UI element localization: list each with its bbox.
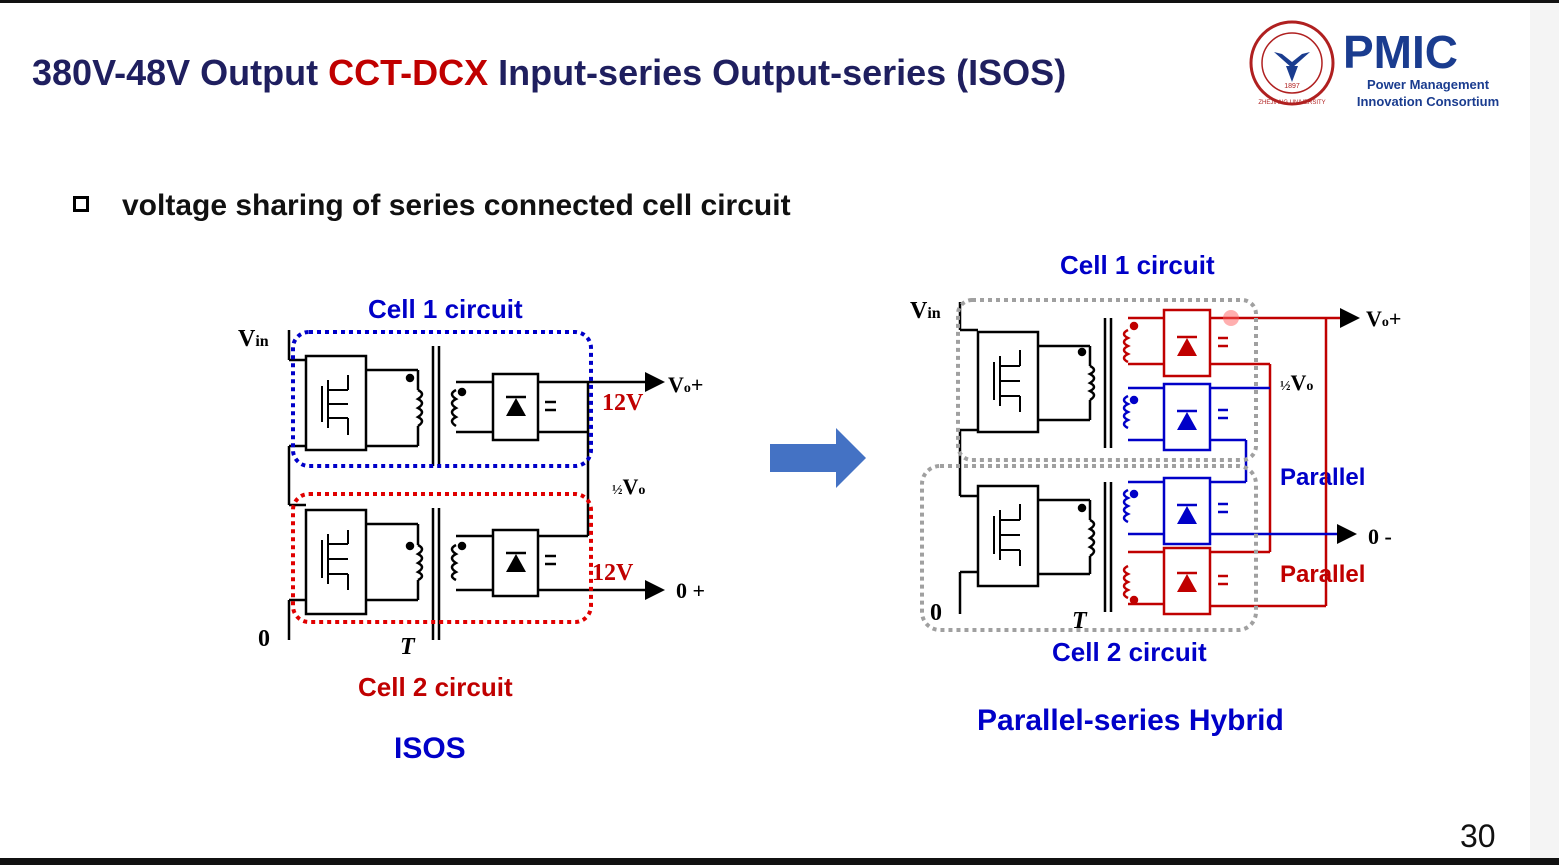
pmic-logo: 1897 ZHEJIANG UNIVERSITY PMIC Power Mana…	[1249, 20, 1499, 109]
left-12v-1: 12V	[602, 390, 644, 416]
bullet-text: voltage sharing of series connected cell…	[122, 189, 791, 222]
slide: 380V-48V Output CCT-DCX Input-series Out…	[0, 0, 1530, 860]
left-cell1-label: Cell 1 circuit	[368, 294, 523, 324]
hybrid-diagram	[958, 302, 1113, 614]
seal-text: ZHEJIANG UNIVERSITY	[1258, 100, 1325, 106]
parallel-label-1: Parallel	[1280, 464, 1366, 491]
left-cell2-border	[291, 492, 593, 624]
zju-seal-icon: 1897 ZHEJIANG UNIVERSITY	[1249, 20, 1335, 106]
title-suffix: Input-series Output-series (ISOS)	[488, 52, 1067, 93]
left-caption: ISOS	[394, 732, 466, 765]
top-border	[0, 0, 1559, 3]
right-cell2-label: Cell 2 circuit	[1052, 637, 1207, 667]
logo-text: PMIC	[1343, 26, 1458, 78]
circuit-diagrams: Vin 0 T Vo+ ½Vo 12V 12V 0 +	[238, 298, 1401, 660]
right-zero-minus-label: 0 -	[1368, 524, 1392, 549]
slide-title: 380V-48V Output CCT-DCX Input-series Out…	[32, 52, 1066, 94]
left-vo-plus-label: Vo+	[668, 372, 703, 397]
right-cell1-label: Cell 1 circuit	[1060, 250, 1215, 280]
seal-year: 1897	[1284, 83, 1300, 90]
right-cell2-border	[920, 464, 1258, 632]
mouse-cursor-icon	[1223, 310, 1239, 326]
blue-rectifiers	[1122, 382, 1357, 546]
page-number: 30	[1460, 818, 1496, 854]
right-half-vo-label: ½Vo	[1280, 370, 1313, 395]
logo-sub2: Innovation Consortium	[1357, 94, 1499, 109]
logo-sub1: Power Management	[1367, 77, 1490, 92]
red-rectifier-1	[1122, 308, 1360, 616]
bottom-border	[0, 858, 1559, 865]
right-t-label: T	[1072, 608, 1088, 634]
right-zero-label: 0	[930, 600, 942, 626]
left-vin-label: Vin	[238, 326, 269, 352]
transform-arrow-icon	[770, 428, 866, 488]
parallel-label-2: Parallel	[1280, 561, 1366, 588]
right-vo-plus-label: Vo+	[1366, 306, 1401, 331]
left-half-vo-label: ½Vo	[612, 474, 645, 499]
right-vin-label: Vin	[910, 298, 941, 324]
left-zero-label: 0	[258, 626, 270, 652]
left-zero-plus-label: 0 +	[676, 578, 705, 603]
left-12v-2: 12V	[592, 560, 634, 586]
title-prefix: 380V-48V Output	[32, 52, 329, 93]
left-t-label: T	[400, 634, 416, 660]
right-cell1-border	[956, 298, 1258, 462]
right-caption: Parallel-series Hybrid	[977, 704, 1284, 737]
isos-diagram	[287, 330, 665, 640]
bullet-square-icon	[73, 196, 89, 212]
title-highlight: CCT-DCX	[328, 52, 489, 93]
left-cell2-label: Cell 2 circuit	[358, 672, 513, 702]
